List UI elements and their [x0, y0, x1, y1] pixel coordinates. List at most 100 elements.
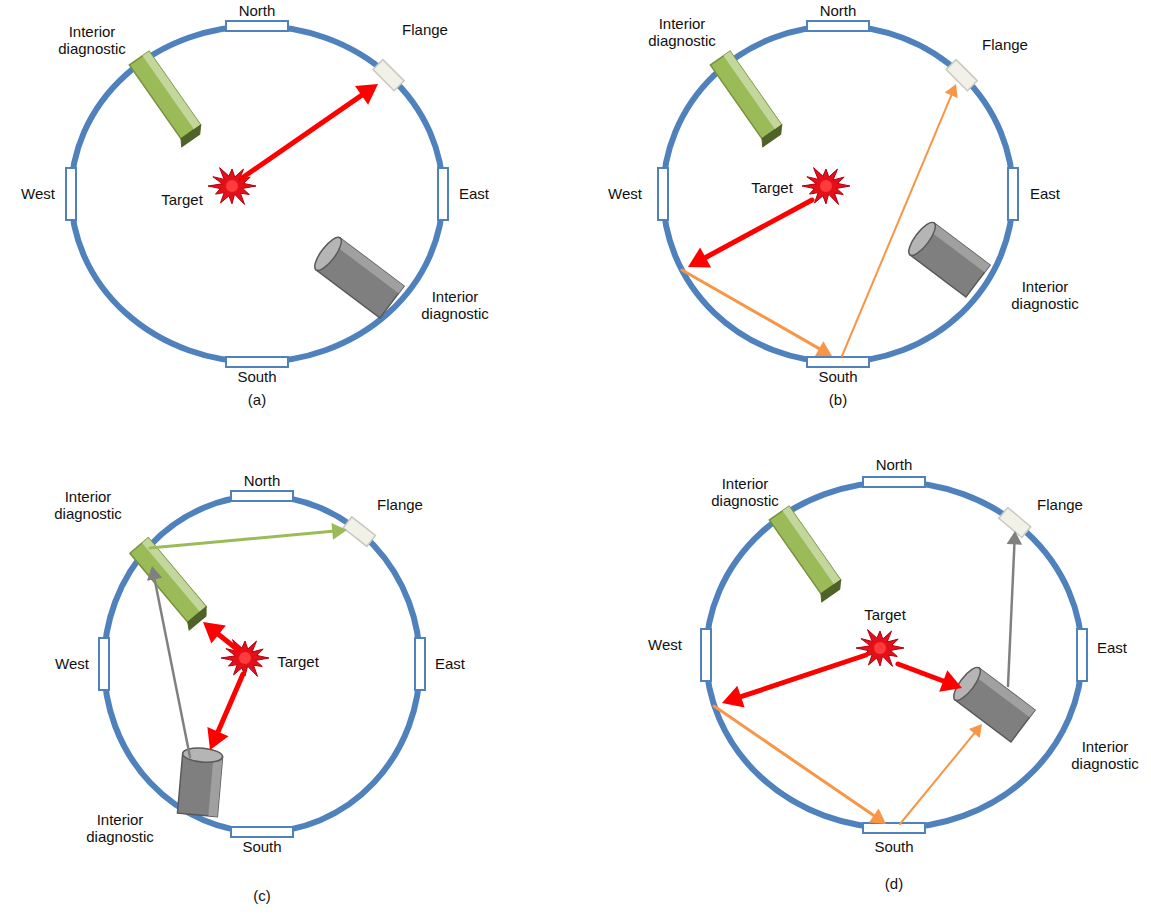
ray-line	[155, 579, 190, 757]
ray-arrowhead	[939, 670, 962, 692]
text-label: West	[648, 637, 682, 654]
diagnostic-face	[142, 51, 200, 129]
ray-arrowhead	[688, 247, 711, 267]
chamber-port	[415, 638, 425, 690]
diagnostic-body	[129, 51, 200, 138]
ray-arrowhead	[355, 84, 378, 105]
text-label: South	[237, 369, 276, 386]
chamber-port	[863, 823, 925, 833]
chamber-port	[231, 827, 293, 837]
diagnostic-highlight	[208, 756, 222, 817]
ray-arrowhead	[203, 622, 226, 644]
diagnostic-end	[178, 125, 205, 147]
flange-port	[946, 60, 977, 91]
chamber-port	[99, 638, 109, 690]
ray-line	[218, 674, 243, 732]
ray-line	[741, 655, 866, 697]
ray-arrowhead	[1007, 531, 1023, 545]
chamber-port	[1077, 629, 1087, 681]
chamber-port	[226, 21, 288, 31]
flange-port	[373, 60, 404, 91]
ray-arrowhead	[332, 523, 348, 540]
ray-arrowhead	[147, 566, 162, 581]
green-diagnostic	[707, 51, 786, 147]
ray-arrowhead	[869, 809, 886, 824]
text-label: Target	[751, 180, 793, 197]
flange-body	[343, 517, 375, 547]
ray-line	[682, 270, 819, 349]
text-label: East	[435, 656, 465, 673]
text-label: Interior diagnostic	[704, 476, 786, 509]
ray-arrowhead	[207, 727, 228, 750]
target-core	[226, 180, 238, 192]
diagnostic-face	[904, 219, 939, 259]
green-diagnostic	[126, 51, 205, 147]
text-label: West	[21, 186, 55, 203]
chamber-port	[66, 168, 76, 220]
green-diagnostic	[766, 506, 845, 602]
ray-line	[900, 733, 974, 824]
text-label: Interior diagnostic	[414, 289, 496, 322]
grey-diagnostic	[177, 746, 223, 816]
chamber-wall	[706, 482, 1082, 828]
text-label: East	[1030, 186, 1060, 203]
text-label: Interior diagnostic	[641, 16, 723, 49]
ray-arrowhead	[969, 724, 982, 738]
text-label: North	[244, 473, 281, 490]
text-label: Interior diagnostic	[47, 489, 129, 522]
diagnostic-body	[710, 51, 781, 138]
chamber-wall	[104, 496, 420, 832]
diagnostic-face	[723, 51, 781, 129]
chamber-port	[231, 491, 293, 501]
text-label: Interior diagnostic	[79, 812, 161, 845]
panel-caption: (a)	[248, 392, 266, 409]
text-label: South	[242, 839, 281, 856]
text-label: Target	[864, 607, 906, 624]
diagnostic-highlight	[974, 668, 1035, 717]
text-label: Interior diagnostic	[1064, 739, 1146, 772]
diagnostic-body	[177, 753, 222, 816]
target-burst	[856, 630, 904, 667]
chamber-port	[226, 357, 288, 367]
diagnostic-end	[759, 125, 786, 147]
target-core	[820, 180, 832, 192]
diagnostic-highlight	[929, 223, 990, 272]
chamber-port	[1008, 168, 1018, 220]
chamber-port	[701, 629, 711, 681]
target-core	[874, 642, 886, 654]
text-label: North	[876, 457, 913, 474]
chamber-port	[807, 357, 869, 367]
ray-line	[1008, 545, 1014, 687]
panel-caption: (b)	[829, 392, 847, 409]
grey-diagnostic	[310, 234, 404, 318]
ray-line	[714, 706, 874, 816]
chamber-wall	[663, 26, 1013, 362]
ray-line	[898, 664, 943, 681]
flange-body	[946, 60, 977, 91]
text-label: Target	[161, 192, 203, 209]
ray-line	[219, 635, 238, 651]
chamber-port	[658, 168, 668, 220]
diagnostic-face	[310, 234, 345, 274]
text-label: Flange	[1037, 497, 1083, 514]
diagnostic-body	[769, 506, 840, 593]
diagnostic-highlight	[335, 238, 404, 293]
text-label: North	[820, 3, 857, 20]
text-label: South	[818, 369, 857, 386]
text-label: Flange	[402, 22, 448, 39]
chamber-port	[863, 477, 925, 487]
text-label: East	[1097, 640, 1127, 657]
flange-body	[373, 60, 404, 91]
ray-line	[842, 95, 951, 356]
ray-arrowhead	[815, 341, 832, 356]
green-diagnostic	[127, 538, 211, 630]
text-label: Flange	[982, 37, 1028, 54]
text-label: Interior diagnostic	[51, 24, 133, 57]
grey-diagnostic	[949, 664, 1035, 742]
text-label: West	[55, 656, 89, 673]
target-core	[239, 652, 251, 664]
panel-caption: (c)	[253, 888, 271, 905]
text-label: East	[459, 186, 489, 203]
panel-caption: (d)	[885, 876, 903, 893]
